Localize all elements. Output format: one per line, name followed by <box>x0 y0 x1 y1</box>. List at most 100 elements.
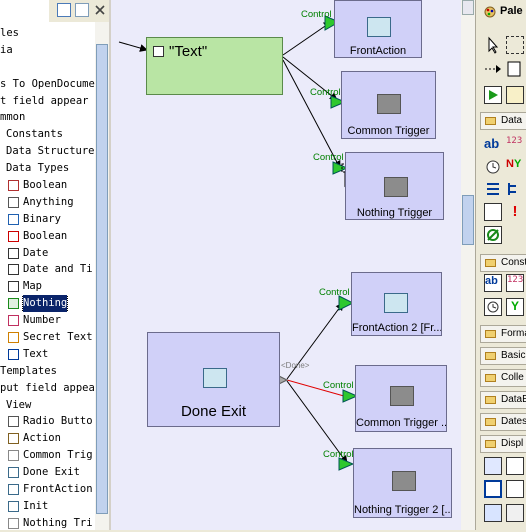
marquee-tool-icon[interactable] <box>506 36 524 54</box>
exclamation-icon[interactable]: ! <box>512 203 518 220</box>
folder-icon <box>485 259 496 267</box>
secret-icon <box>8 332 19 344</box>
play-node-icon[interactable] <box>484 86 502 104</box>
tree-item-label: Date <box>23 246 49 259</box>
palette-drawer-basic[interactable]: Basic <box>480 347 526 365</box>
boolean-constant-icon[interactable]: Y <box>506 298 524 316</box>
connection-tool-icon[interactable] <box>484 60 502 78</box>
tree-item[interactable]: Common Trig <box>0 447 95 464</box>
calendar-widget-icon[interactable] <box>484 457 502 475</box>
palette-drawer-const[interactable]: Const <box>480 254 526 272</box>
anything-icon <box>8 196 19 208</box>
tree-item[interactable] <box>0 59 95 76</box>
tree-item[interactable]: Radio Butto <box>0 413 95 430</box>
palette-drawer-colle[interactable]: Colle <box>480 369 526 387</box>
drawer-label: Basic <box>501 350 526 361</box>
tree-list-icon[interactable] <box>506 180 524 198</box>
common-trigger-node[interactable]: Common Trigger <box>341 71 436 139</box>
nothing-trigger-node[interactable]: Nothing Trigger <box>345 152 444 220</box>
common-trigger-2-node[interactable]: Common Trigger ... <box>355 365 447 432</box>
tree-item[interactable]: Constants <box>0 126 95 143</box>
select-tool-icon[interactable] <box>484 36 502 54</box>
tree-item[interactable]: mmon <box>0 109 95 126</box>
tree-item[interactable]: Date <box>0 245 95 262</box>
boolean-type-icon[interactable]: NY <box>506 158 522 170</box>
tree-item[interactable]: Init <box>0 498 95 515</box>
grid-widget-icon[interactable] <box>506 504 524 522</box>
tree-item[interactable]: put field appear <box>0 380 95 397</box>
tree-item[interactable]: Done Exit <box>0 464 95 481</box>
palette-drawer-dates[interactable]: Dates <box>480 413 526 431</box>
control-port-frontaction[interactable] <box>324 15 341 31</box>
text-type-icon[interactable]: ab <box>484 136 500 151</box>
tree-item[interactable]: Map <box>0 278 95 295</box>
tree-item[interactable]: Boolean <box>0 177 95 194</box>
tree-item[interactable]: Nothing <box>0 295 95 313</box>
nothing-icon[interactable] <box>484 226 502 244</box>
canvas-scrollbar[interactable] <box>461 0 475 530</box>
control-port-frontaction-2[interactable] <box>338 295 355 311</box>
canvas-scrollbar-thumb[interactable] <box>462 195 474 245</box>
panel-widget-icon[interactable] <box>506 480 524 498</box>
frontaction-node[interactable]: FrontAction <box>334 0 422 58</box>
tree-item[interactable]: Data Types <box>0 160 95 177</box>
document-icon[interactable] <box>484 203 502 221</box>
palette-drawer-displ[interactable]: Displ <box>480 435 526 453</box>
tree-item[interactable]: Date and Ti <box>0 261 95 278</box>
palette-panel: Pale Data ab 123 NY ! Const ab 123 Y <box>475 0 526 530</box>
text-node[interactable]: "Text" <box>146 37 283 95</box>
number-constant-icon[interactable]: 123 <box>506 274 524 292</box>
tree-item[interactable]: Action <box>0 430 95 447</box>
tree-item[interactable]: Boolean <box>0 228 95 245</box>
nothing-trigger-2-node[interactable]: Nothing Trigger 2 [... <box>353 448 452 518</box>
tree-item[interactable]: Anything <box>0 194 95 211</box>
map-icon <box>8 281 19 293</box>
scroll-up-button[interactable] <box>462 0 474 15</box>
tree-item[interactable]: s To OpenDocumen <box>0 76 95 93</box>
frame-widget-icon[interactable] <box>484 480 502 498</box>
control-label: Control <box>323 380 354 391</box>
control-label: Control <box>323 449 354 460</box>
list-icon[interactable] <box>484 180 502 198</box>
number-icon <box>8 315 19 327</box>
tree-item-label: Data Structures <box>6 145 95 158</box>
drawer-label: Const <box>501 257 526 268</box>
text-constant-icon[interactable]: ab <box>484 274 502 292</box>
document-node-icon[interactable] <box>506 86 524 104</box>
tree-item[interactable]: t field appear <box>0 93 95 110</box>
palette-drawer-forma[interactable]: Forma <box>480 325 526 343</box>
tree-item[interactable]: Secret Text <box>0 329 95 346</box>
done-exit-node[interactable]: Done Exit <box>147 332 280 427</box>
frontaction-2-node[interactable]: FrontAction 2 [Fr... <box>351 272 442 336</box>
tree-item[interactable]: Nothing Tri <box>0 515 95 532</box>
tree-item-label: Init <box>23 499 49 512</box>
tree-item[interactable]: FrontAction <box>0 481 95 498</box>
tree-item[interactable]: Number <box>0 312 95 329</box>
palette-drawer-datae[interactable]: DataE <box>480 391 526 409</box>
tree-item[interactable]: Binary <box>0 211 95 228</box>
date-constant-icon[interactable] <box>484 298 502 316</box>
display-widget-icon[interactable] <box>506 457 524 475</box>
tree-item[interactable]: ia <box>0 42 95 59</box>
control-port-nothing-trigger-2[interactable] <box>338 457 355 471</box>
connection-tool-2-icon[interactable] <box>506 60 524 78</box>
tree-item[interactable]: Text <box>0 346 95 363</box>
control-port-common-trigger[interactable] <box>330 95 347 109</box>
tree-item[interactable]: Data Structures <box>0 143 95 160</box>
tree-item[interactable]: les <box>0 25 95 42</box>
table-widget-icon[interactable] <box>484 504 502 522</box>
drawer-label: DataE <box>501 394 526 405</box>
tree-item[interactable]: Templates <box>0 363 95 380</box>
control-port-common-trigger-2[interactable] <box>342 389 359 403</box>
flow-canvas[interactable]: "Text" FrontAction Common Trigger Nothin… <box>109 0 461 530</box>
control-port-nothing-trigger[interactable] <box>332 161 349 175</box>
close-icon[interactable] <box>93 3 107 17</box>
palette-drawer-data[interactable]: Data <box>480 112 526 130</box>
tree-item[interactable]: View <box>0 397 95 414</box>
number-type-icon[interactable]: 123 <box>506 136 523 146</box>
clock-icon[interactable] <box>484 158 502 176</box>
minimize-icon[interactable] <box>75 3 89 17</box>
sync-icon[interactable] <box>57 3 71 17</box>
tree-scrollbar-thumb[interactable] <box>96 44 108 514</box>
